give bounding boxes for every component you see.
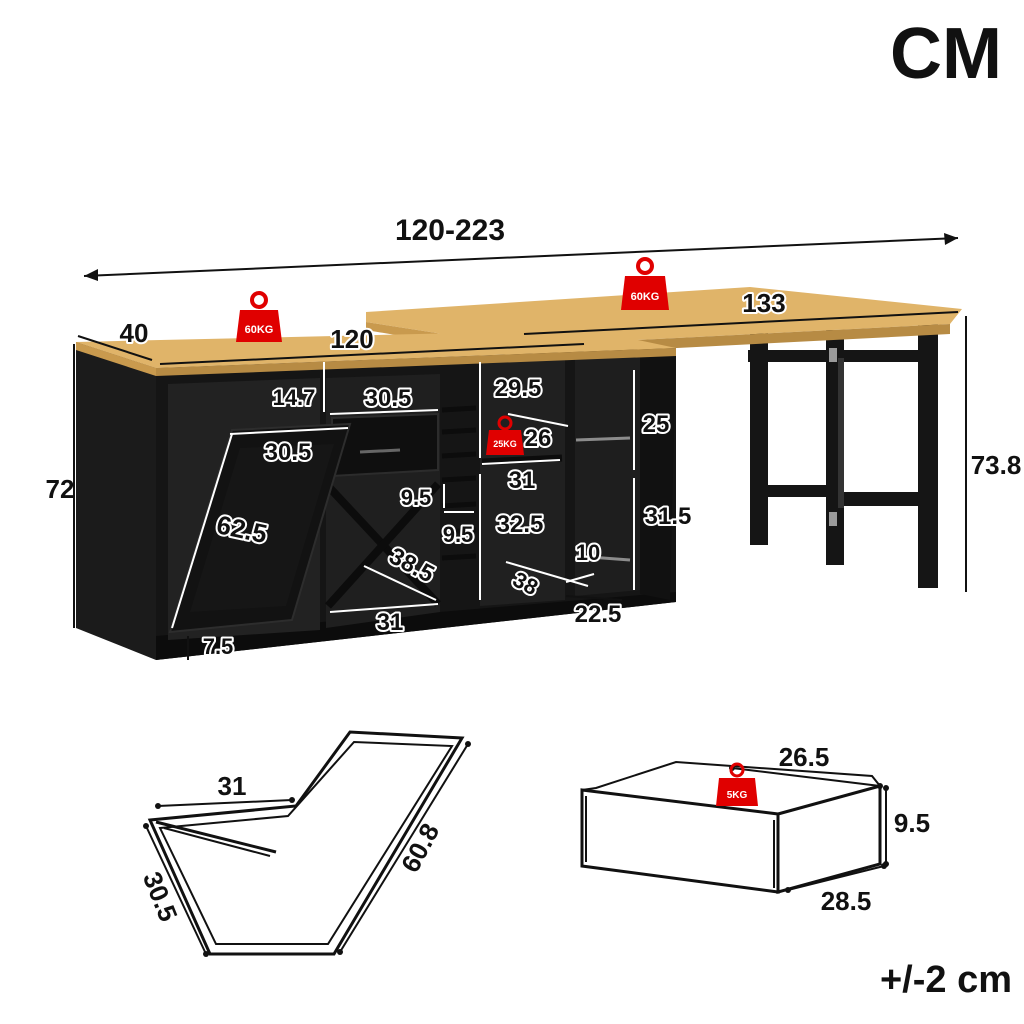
drawer-detail-depth-label: 28.5 [821, 886, 872, 916]
weight-badge-shelf: 25KG [486, 415, 524, 455]
side-depth-small-label: 10 [576, 540, 600, 565]
weight-icon [716, 762, 758, 806]
bin-foot-label: 7.5 [203, 634, 234, 659]
table-height-label: 73.8 [971, 450, 1022, 480]
total-width-dimension: 120-223 [83, 214, 959, 281]
wine-base-label: 31 [377, 609, 404, 636]
drawer-detail: 26.5 9.5 28.5 5KG [580, 742, 930, 916]
shelf-width-label: 31 [509, 467, 536, 494]
weight-badge-drawer: 5KG [716, 762, 758, 806]
shelf-lower-height-label: 32.5 [497, 511, 544, 538]
weight-label-extension-top: 60KG [631, 291, 660, 303]
weight-label-cabinet-top: 60KG [245, 324, 274, 336]
weight-label-shelf: 25KG [493, 439, 517, 449]
drawer-detail-height-label: 9.5 [894, 808, 930, 838]
weight-badge-cabinet-top: 60KG [236, 291, 282, 342]
shelf-depth-label: 26 [525, 425, 552, 452]
weight-icon [486, 415, 524, 455]
drawer-front-height-label: 14.7 [273, 385, 316, 410]
weight-label-drawer: 5KG [727, 790, 748, 801]
extension-width-label: 133 [742, 288, 785, 318]
bin-detail-top-label: 31 [218, 771, 247, 801]
cabinet-width-label: 120 [330, 324, 373, 354]
total-width-label: 120-223 [395, 214, 505, 247]
weight-icon [236, 291, 282, 342]
unit-title: CM [890, 14, 1002, 94]
side-base-label: 22.5 [575, 601, 622, 628]
slot-height-b-label: 9.5 [443, 522, 474, 547]
drawer-front-width-label: 30.5 [365, 385, 412, 412]
bin-detail-diag-label: 60.8 [395, 818, 445, 877]
weight-icon [621, 257, 669, 310]
slot-height-a-label: 9.5 [401, 485, 432, 510]
drawer-detail-width-label: 26.5 [779, 742, 830, 772]
weight-badge-extension-top: 60KG [621, 257, 669, 310]
cabinet [76, 330, 676, 660]
shelf-upper-height-label: 29.5 [495, 375, 542, 402]
side-upper-height-label: 25 [643, 411, 670, 438]
bin-frame-detail: 31 30.5 60.8 [137, 730, 471, 957]
side-lower-height-label: 31.5 [645, 503, 692, 530]
tolerance-note: +/-2 cm [880, 959, 1012, 1001]
depth-label: 40 [120, 318, 149, 348]
bin-top-width-label: 30.5 [265, 439, 312, 466]
cabinet-height-label: 72 [46, 474, 75, 504]
